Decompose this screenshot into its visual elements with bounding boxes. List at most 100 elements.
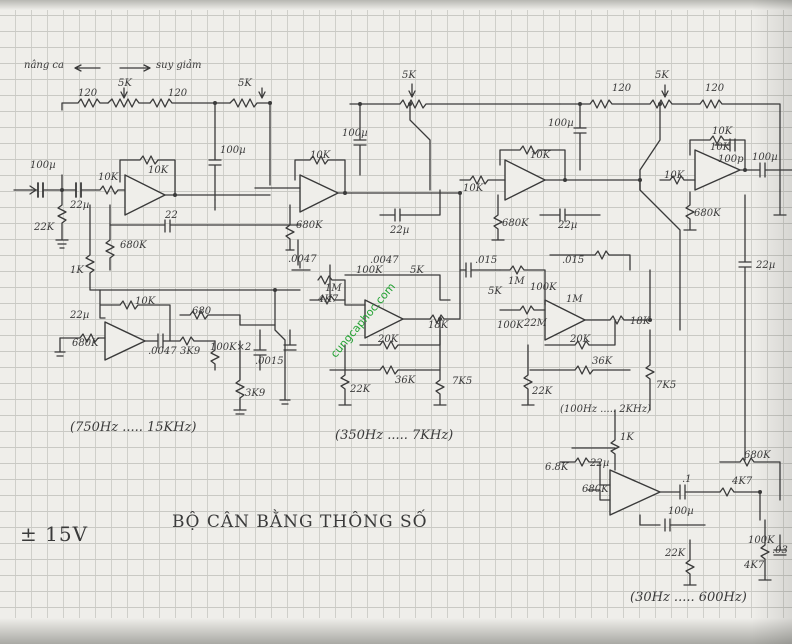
page-top-shadow: [0, 0, 792, 10]
b-c0047b-label: .0047: [370, 255, 399, 266]
band2-label: (350Hz ..... 7KHz): [335, 428, 454, 443]
c-c015b-label: .015: [562, 255, 585, 266]
e-r680b-label: 680K: [744, 450, 771, 461]
top-pot2-label: 5K: [238, 78, 252, 89]
b-r100k-label: 100K: [356, 265, 383, 276]
b-feedback-label: 10K: [310, 150, 331, 161]
c-r1m2-label: 1M: [566, 294, 583, 305]
s1-c22-label: 22: [165, 210, 178, 221]
top-r2-label: 120: [168, 88, 188, 99]
c-r20k-label: 20K: [570, 334, 591, 345]
c-r100k2-label: 100K: [497, 320, 524, 331]
b-r680-label: 680K: [296, 220, 323, 231]
circuit-title: BỘ CÂN BẰNG THÔNG SỐ: [172, 512, 428, 532]
b-r36k-label: 36K: [395, 375, 416, 386]
e-r680-label: 680K: [582, 484, 609, 495]
series-cap-label: 22µ: [70, 200, 90, 211]
e-r4k7-label: 4K7: [732, 476, 753, 487]
stageB-opamps: [254, 155, 501, 406]
a-r680-label: 680K: [72, 338, 99, 349]
c-r1m-label: 1M: [508, 276, 525, 287]
e-c100-label: 100µ: [668, 506, 694, 517]
d-c100p-label: 100p: [718, 154, 744, 165]
c-r22k-label: 22K: [532, 386, 553, 397]
junction-dots: [60, 101, 762, 494]
b-r4k7-label: 4K7: [318, 294, 339, 305]
c-c015a-label: .015: [475, 255, 498, 266]
top-pot1-label: 5K: [118, 78, 132, 89]
c-r10k-label: 10K: [463, 183, 484, 194]
e-r1k-label: 1K: [620, 432, 634, 443]
input-res-label: 22K: [34, 222, 55, 233]
top-r1-label: 120: [78, 88, 98, 99]
a-r10k-label: 10K: [135, 296, 156, 307]
stageC-opamps: [459, 145, 681, 411]
c-r7k5-label: 7K5: [656, 380, 677, 391]
c-c22-label: 22µ: [558, 220, 578, 231]
band3-label: (100Hz ..... 2KHz): [560, 404, 651, 415]
a-pot-label: 100K×2: [210, 342, 252, 353]
b-c0047a-label: .0047: [288, 254, 317, 265]
s1-feedback-label: 10K: [148, 165, 169, 176]
e-r4k7b-label: 4K7: [744, 560, 765, 571]
b-r20k-label: 20K: [378, 334, 399, 345]
top-c3-label: 100µ: [548, 118, 574, 129]
top-pot3-label: 5K: [402, 70, 416, 81]
stageD-opamp: [659, 135, 792, 461]
c-r18k-label: 18K: [630, 316, 651, 327]
boost-label: nâng ca: [24, 60, 64, 71]
d-r10k-label: 10K: [664, 170, 685, 181]
input-section: [13, 174, 126, 249]
cut-label: suy giảm: [156, 60, 202, 71]
page-bottom-shadow: [0, 618, 792, 644]
a-r680b-label: 680: [192, 306, 212, 317]
e-r6k8-label: 6.8K: [545, 462, 569, 473]
top-pot4-label: 5K: [655, 70, 669, 81]
e-r100k-label: 100K: [748, 535, 775, 546]
c-r680-label: 680K: [502, 218, 529, 229]
e-c03-label: .03: [772, 545, 788, 556]
stage1-opamp: [85, 155, 301, 291]
a-c0047-label: .0047: [148, 346, 177, 357]
c-r36k-label: 36K: [592, 356, 613, 367]
top-c2-label: 100µ: [342, 128, 368, 139]
supply-label: ± 15V: [20, 522, 89, 546]
top-r5-label: 10K: [712, 126, 733, 137]
input-cap-label: 100µ: [30, 160, 56, 171]
e-c22-label: 22µ: [590, 458, 610, 469]
page-right-shadow: [752, 0, 792, 644]
c-r100k-label: 100K: [530, 282, 557, 293]
a-r3k9b-label: 3K9: [245, 388, 266, 399]
first-r-label: 10K: [98, 172, 119, 183]
d-cout-label: 100µ: [752, 152, 778, 163]
top-r4-label: 120: [705, 83, 725, 94]
band4-label: (30Hz ..... 600Hz): [630, 590, 747, 605]
d-r680-label: 680K: [694, 208, 721, 219]
c-r22m-label: 22M: [524, 318, 547, 329]
b-r7k5-label: 7K5: [452, 376, 473, 387]
e-c01-label: .1: [682, 474, 692, 485]
a-c0015-label: .0015: [255, 356, 284, 367]
b-r22k-label: 22K: [350, 384, 371, 395]
a-c22-label: 22µ: [70, 310, 90, 321]
d-feedback-label: 10K: [710, 142, 731, 153]
top-r3-label: 120: [612, 83, 632, 94]
band1-label: (750Hz ..... 15KHz): [70, 420, 197, 435]
b-r18k-label: 18K: [428, 320, 449, 331]
s1-r680-label: 680K: [120, 240, 147, 251]
boost-cut-arrow: [74, 64, 151, 72]
b-c22-label: 22µ: [390, 225, 410, 236]
b-r1m-label: 1M: [325, 283, 342, 294]
c-feedback-label: 10K: [530, 150, 551, 161]
top-chain: [61, 83, 781, 201]
stageE-opamp: [559, 409, 787, 586]
top-c1-label: 100µ: [220, 145, 246, 156]
b-r5k-label: 5K: [410, 265, 424, 276]
d-c22-label: 22µ: [756, 260, 776, 271]
stageA-opamp: [54, 289, 297, 415]
s1-r1k-label: 1K: [70, 265, 84, 276]
a-r3k9-label: 3K9: [180, 346, 201, 357]
c-r5k-label: 5K: [488, 286, 502, 297]
